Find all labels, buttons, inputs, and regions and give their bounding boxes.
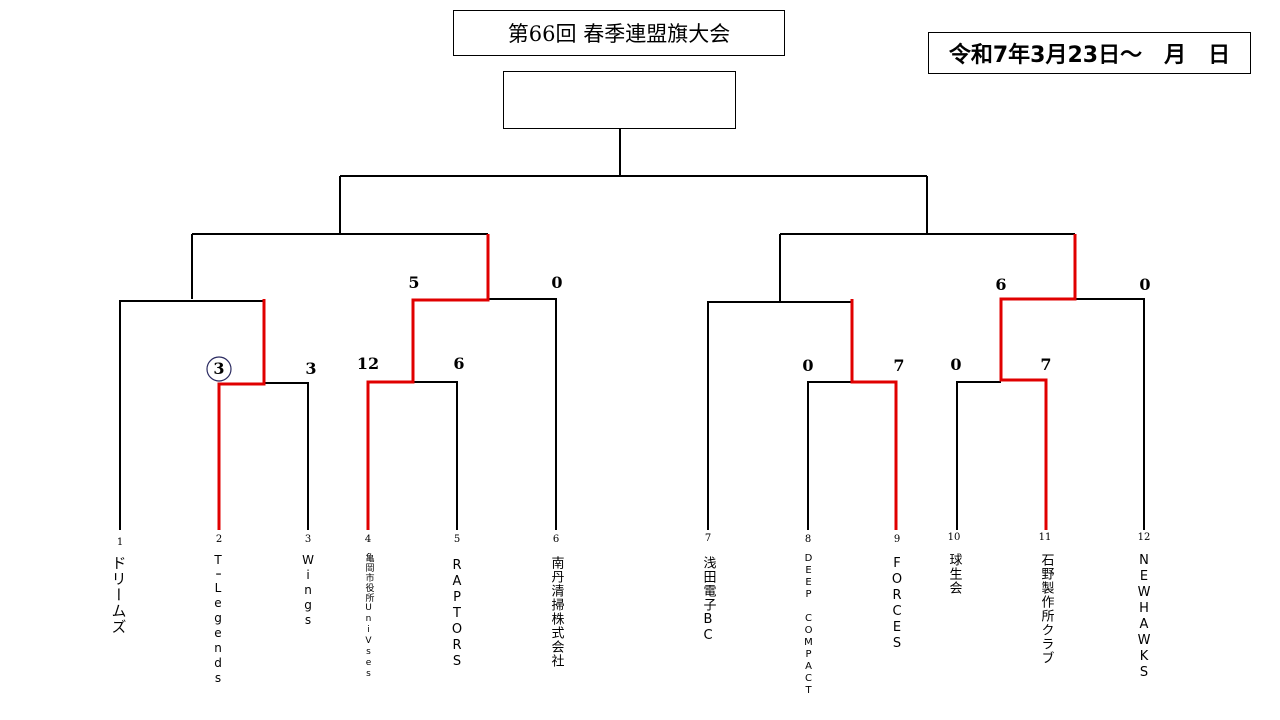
team-seed: 3 bbox=[304, 534, 312, 545]
score: 7 bbox=[1040, 355, 1052, 374]
score: 6 bbox=[453, 354, 465, 373]
score: 0 bbox=[950, 355, 962, 374]
team-seed: 11 bbox=[1038, 532, 1052, 543]
team-name: 球生会 bbox=[946, 553, 962, 595]
score: 0 bbox=[1139, 275, 1151, 294]
score: 3 bbox=[213, 359, 225, 378]
team-name: Wings bbox=[301, 553, 315, 628]
score: 5 bbox=[408, 273, 420, 292]
team-seed: 12 bbox=[1137, 532, 1151, 543]
team-name: 亀岡市役所UniVses bbox=[363, 553, 374, 680]
team-seed: 10 bbox=[947, 532, 961, 543]
team-name: NEWHAWKS bbox=[1136, 553, 1152, 681]
champion-box bbox=[503, 71, 736, 129]
tournament-date: 令和7年3月23日～ 月 日 bbox=[928, 32, 1251, 74]
winner-line bbox=[999, 234, 1077, 530]
team-name: 石野製作所クラブ bbox=[1038, 553, 1054, 665]
team-seed: 6 bbox=[552, 534, 560, 545]
score: 3 bbox=[305, 359, 317, 378]
team-seed: 8 bbox=[804, 534, 812, 545]
team-seed: 9 bbox=[893, 534, 901, 545]
score-circle-marker bbox=[206, 356, 232, 382]
bracket-line bbox=[707, 301, 852, 530]
team-name: TｰLegends bbox=[211, 553, 225, 686]
bracket-line bbox=[264, 382, 309, 530]
score: 0 bbox=[802, 356, 814, 375]
score: 12 bbox=[356, 354, 380, 373]
team-name: 南丹清掃株式会社 bbox=[548, 556, 564, 668]
winner-line bbox=[366, 234, 490, 530]
team-name: 浅田電子BC bbox=[700, 556, 716, 644]
score: 7 bbox=[893, 356, 905, 375]
score: 6 bbox=[995, 275, 1007, 294]
team-name: RAPTORS bbox=[449, 558, 465, 670]
bracket-line bbox=[1075, 298, 1145, 530]
winner-line bbox=[850, 299, 898, 530]
team-seed: 5 bbox=[453, 534, 461, 545]
team-seed: 7 bbox=[704, 533, 712, 544]
team-name: ドリームズ bbox=[109, 555, 128, 635]
score: 0 bbox=[551, 273, 563, 292]
bracket-line bbox=[807, 381, 852, 530]
team-seed: 4 bbox=[364, 534, 372, 545]
bracket-line bbox=[119, 300, 264, 530]
bracket-line bbox=[413, 381, 458, 530]
bracket-line bbox=[956, 381, 1001, 530]
team-seed: 1 bbox=[116, 537, 124, 548]
team-name: DEEP COMPACT bbox=[803, 553, 814, 697]
tournament-title: 第66回 春季連盟旗大会 bbox=[453, 10, 785, 56]
bracket-line bbox=[488, 298, 557, 530]
team-name: FORCES bbox=[889, 556, 905, 652]
winner-line bbox=[217, 299, 266, 530]
team-seed: 2 bbox=[215, 534, 223, 545]
